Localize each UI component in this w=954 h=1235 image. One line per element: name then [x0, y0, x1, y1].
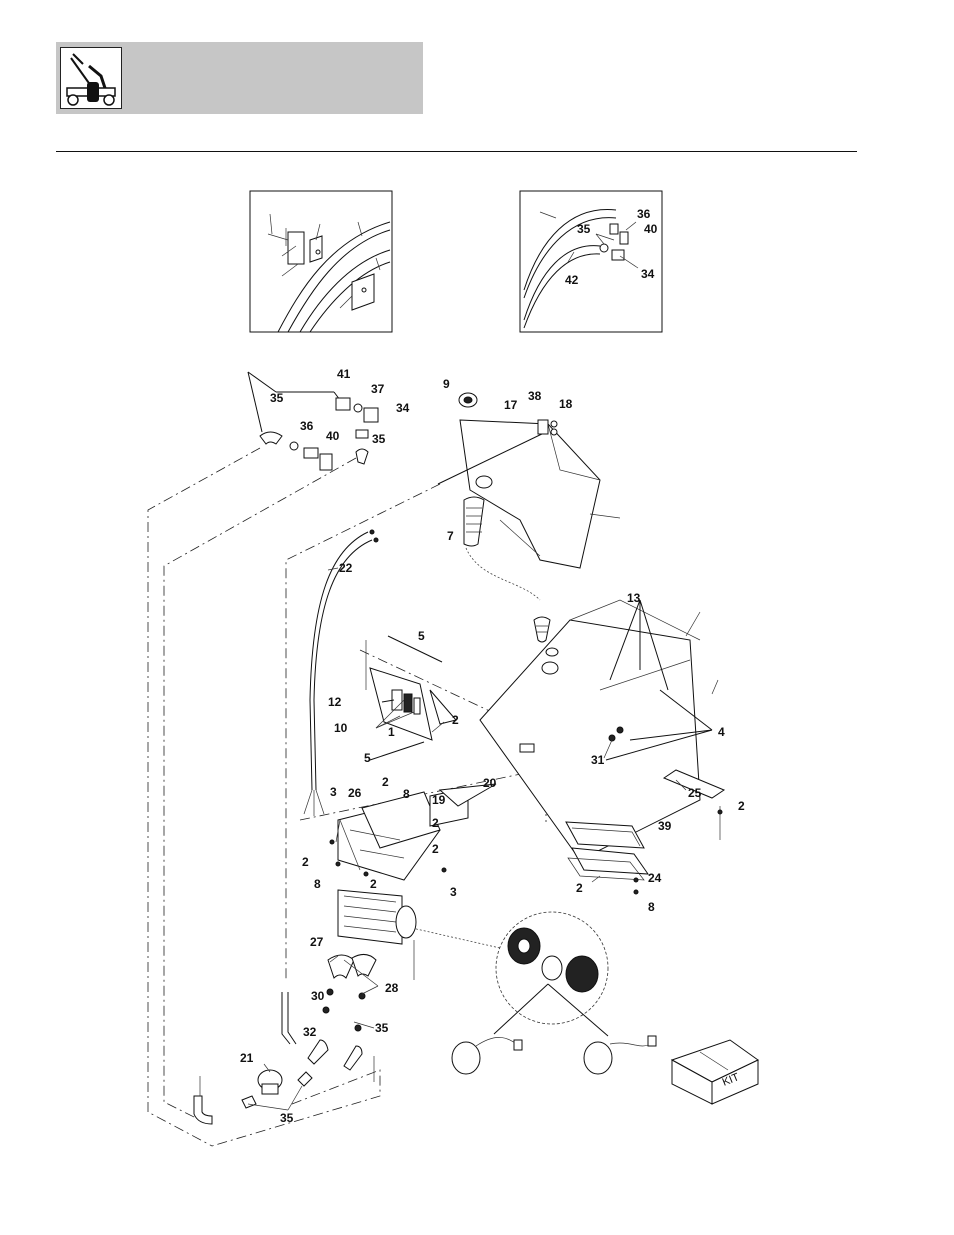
callout: 1 — [388, 725, 395, 739]
callout: 37 — [371, 382, 385, 396]
callout: 3 — [330, 785, 337, 799]
callout: 9 — [443, 377, 450, 391]
callout: 2 — [432, 816, 439, 830]
callout: 31 — [591, 753, 605, 767]
callout: 18 — [559, 397, 573, 411]
callout: 3 — [450, 885, 457, 899]
callout: 35 — [280, 1111, 294, 1125]
callout: 10 — [334, 721, 348, 735]
callout: 12 — [328, 695, 342, 709]
inset-right-detail: 36 35 40 42 34 — [520, 191, 662, 332]
callout: 36 — [637, 207, 651, 221]
callout: 13 — [627, 591, 641, 605]
callout: 5 — [364, 751, 371, 765]
callout: 2 — [576, 881, 583, 895]
control-panel: 5 12 10 1 2 5 — [328, 629, 459, 765]
callout: 2 — [432, 842, 439, 856]
callout: 35 — [270, 391, 284, 405]
callout: 42 — [565, 273, 579, 287]
kit-box: KIT — [672, 1040, 758, 1104]
inset-left-detail — [250, 191, 392, 332]
callout: 24 — [648, 871, 662, 885]
callout: 25 — [688, 786, 702, 800]
callout: 2 — [738, 799, 745, 813]
floor-panel: 13 31 4 — [480, 591, 725, 860]
wire-harness: 22 — [304, 530, 378, 816]
callout: 26 — [348, 786, 362, 800]
callout: 8 — [314, 877, 321, 891]
callout: 2 — [382, 775, 389, 789]
callout: 5 — [418, 629, 425, 643]
fittings-group: 41 37 35 36 40 34 35 — [248, 367, 410, 470]
callout: 40 — [644, 222, 658, 236]
callout: 35 — [375, 1021, 389, 1035]
callout: 7 — [447, 529, 454, 543]
callout: 2 — [370, 877, 377, 891]
callout: 35 — [577, 222, 591, 236]
callout: 22 — [339, 561, 353, 575]
callout: 27 — [310, 935, 324, 949]
callout: 8 — [403, 787, 410, 801]
callout: 35 — [372, 432, 386, 446]
callout: 2 — [452, 713, 459, 727]
callout: 19 — [432, 793, 446, 807]
callout: 28 — [385, 981, 399, 995]
callout: 41 — [337, 367, 351, 381]
callout: 39 — [658, 819, 672, 833]
callout: 20 — [483, 776, 497, 790]
lower-hoses-valve: 27 28 30 35 32 21 35 — [194, 935, 399, 1125]
callout: 38 — [528, 389, 542, 403]
callout: 36 — [300, 419, 314, 433]
callout: 34 — [641, 267, 655, 281]
callout: 21 — [240, 1051, 254, 1065]
upper-duct-housing: 9 17 38 18 7 — [438, 377, 620, 568]
callout: 40 — [326, 429, 340, 443]
callout: 17 — [504, 398, 518, 412]
callout: 8 — [648, 900, 655, 914]
callout: 32 — [303, 1025, 317, 1039]
callout: 30 — [311, 989, 325, 1003]
heater-box-assembly: 3 2 26 8 19 20 2 2 2 8 2 3 — [302, 775, 497, 899]
callout: 34 — [396, 401, 410, 415]
callout: 2 — [302, 855, 309, 869]
callout: 4 — [718, 725, 725, 739]
blower-detail — [452, 912, 656, 1074]
